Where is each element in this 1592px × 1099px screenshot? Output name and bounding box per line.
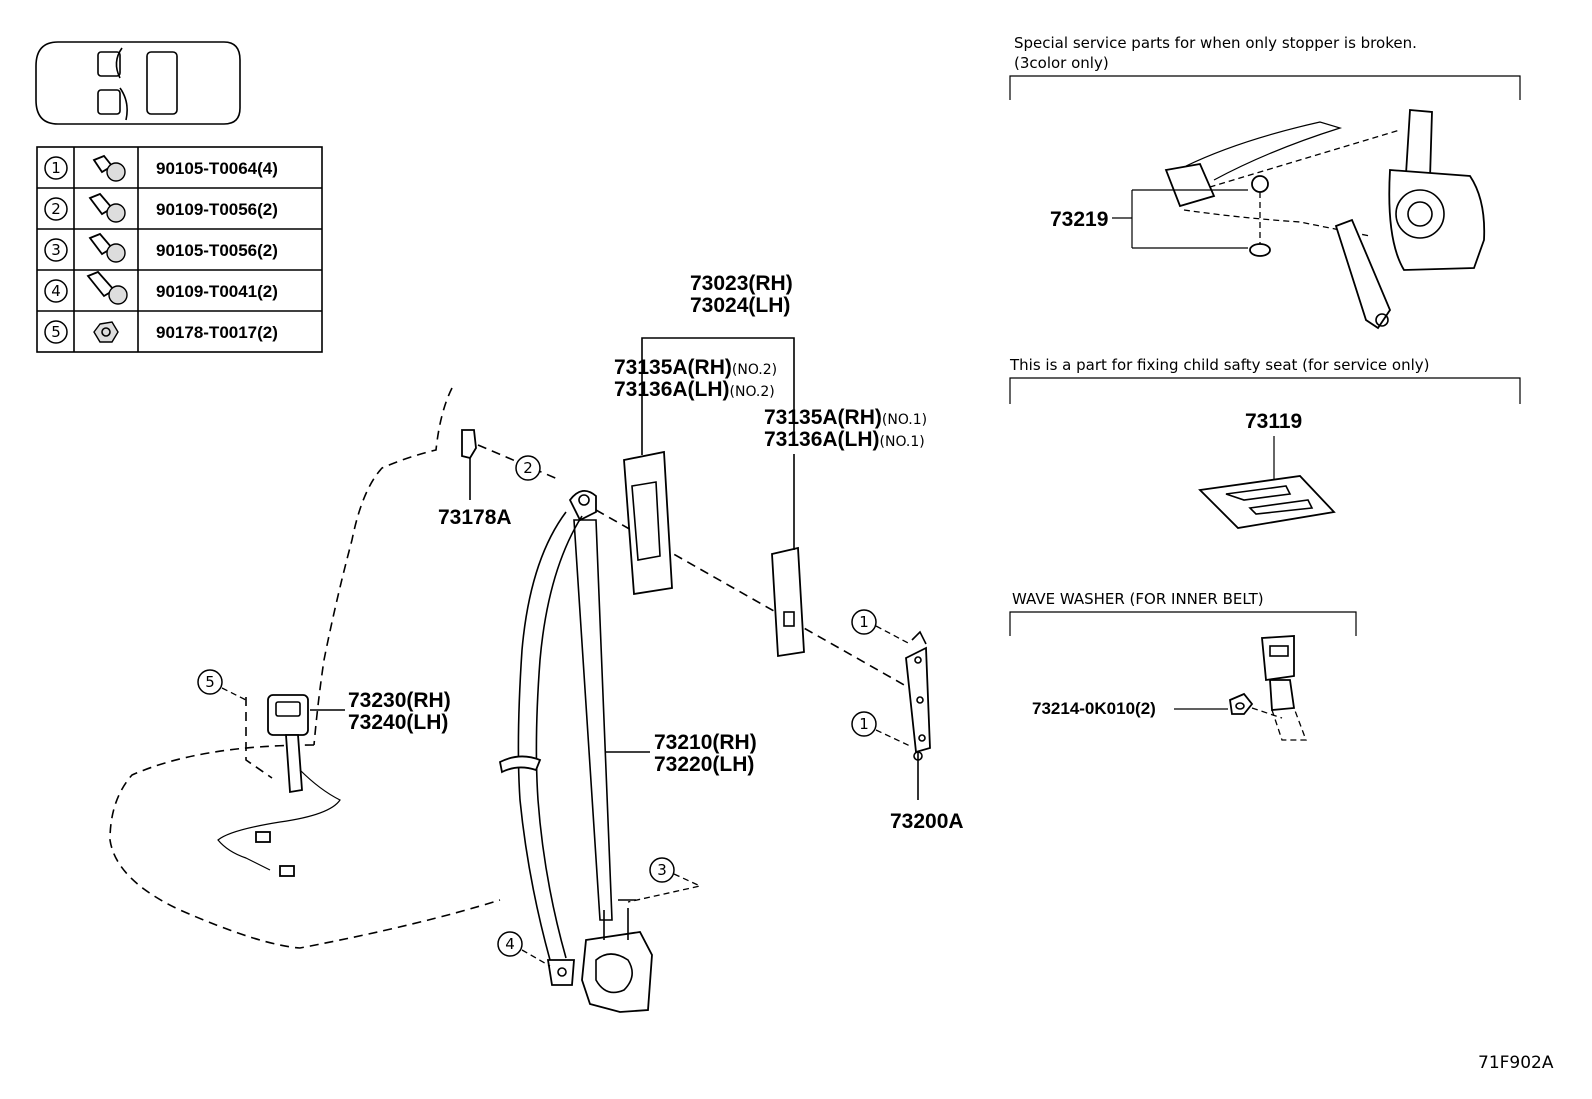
note-stopper-line1: Special service parts for when only stop… [1014, 34, 1417, 52]
callout-1-lower: 1 [851, 711, 911, 747]
inner-buckle-part [217, 694, 345, 877]
table-ref-number: 5 [51, 323, 61, 341]
label-73178a: 73178A [438, 506, 512, 529]
table-part-number: 90105-T0056(2) [156, 241, 278, 260]
bolt-icon [88, 232, 126, 263]
table-part-number: 90109-T0041(2) [156, 282, 278, 301]
height-adjuster-part [905, 630, 931, 800]
note-child-seat: This is a part for fixing child safty se… [1009, 356, 1429, 374]
table-ref-number: 2 [51, 200, 61, 218]
svg-text:4: 4 [505, 935, 515, 953]
pillar-cover-no2-part [623, 450, 673, 596]
table-ref-number: 1 [51, 159, 61, 177]
seat-belt-assembly-part [498, 490, 653, 1013]
table-row: 2 90109-T0056(2) [44, 192, 278, 223]
bolt-icon [86, 270, 128, 305]
note-stopper-line2: (3color only) [1014, 54, 1109, 72]
pillar-cover-no1-part [771, 546, 805, 658]
table-row: 5 90178-T0017(2) [44, 320, 278, 344]
vehicle-locator-icon [35, 41, 241, 125]
stopper-assembly-part [1164, 109, 1486, 330]
label-73240: 73240(LH) [348, 711, 448, 734]
label-73024: 73024(LH) [690, 294, 790, 317]
table-ref-number: 4 [51, 282, 61, 300]
bolt-icon [88, 192, 126, 223]
table-row: 4 90109-T0041(2) [44, 270, 278, 305]
nut-icon [93, 321, 119, 343]
label-73230: 73230(RH) [348, 689, 451, 712]
clip-73178a-part [461, 429, 477, 500]
seat-outline [109, 387, 501, 949]
svg-text:1: 1 [859, 613, 869, 631]
table-row: 3 90105-T0056(2) [44, 232, 278, 263]
label-73023: 73023(RH) [690, 272, 793, 295]
figure-code: 71F902A [1478, 1053, 1554, 1073]
label-73219: 73219 [1050, 208, 1108, 231]
wave-washer-part [1229, 635, 1307, 741]
note-wave-washer: WAVE WASHER (FOR INNER BELT) [1012, 590, 1264, 608]
label-73220: 73220(LH) [654, 753, 754, 776]
svg-text:2: 2 [523, 459, 533, 477]
child-seat-plate-part [1198, 475, 1336, 529]
label-73210: 73210(RH) [654, 731, 757, 754]
svg-text:1: 1 [859, 715, 869, 733]
table-part-number: 90109-T0056(2) [156, 200, 278, 219]
table-ref-number: 3 [51, 241, 61, 259]
label-73200a: 73200A [890, 810, 964, 833]
label-73214: 73214-0K010(2) [1032, 699, 1156, 718]
table-part-number: 90105-T0064(4) [156, 159, 278, 178]
label-73135a-no2: 73135A(RH)(NO.2) [614, 356, 777, 379]
callout-5: 5 [197, 669, 247, 701]
callout-2: 2 [515, 455, 541, 481]
table-row: 1 90105-T0064(4) [44, 154, 278, 182]
label-73136a-no2: 73136A(LH)(NO.2) [614, 378, 775, 401]
callout-4: 4 [497, 931, 551, 967]
label-73135a-no1: 73135A(RH)(NO.1) [764, 406, 927, 429]
label-73136a-no1: 73136A(LH)(NO.1) [764, 428, 925, 451]
callout-3: 3 [627, 857, 703, 903]
fastener-table: 1 90105-T0064(4) 2 90109-T0056(2) 3 [36, 146, 323, 353]
label-73119: 73119 [1245, 410, 1302, 433]
svg-text:5: 5 [205, 673, 215, 691]
table-part-number: 90178-T0017(2) [156, 323, 278, 342]
callout-1-upper: 1 [851, 609, 911, 645]
bolt-icon [92, 154, 126, 182]
svg-text:3: 3 [657, 861, 667, 879]
